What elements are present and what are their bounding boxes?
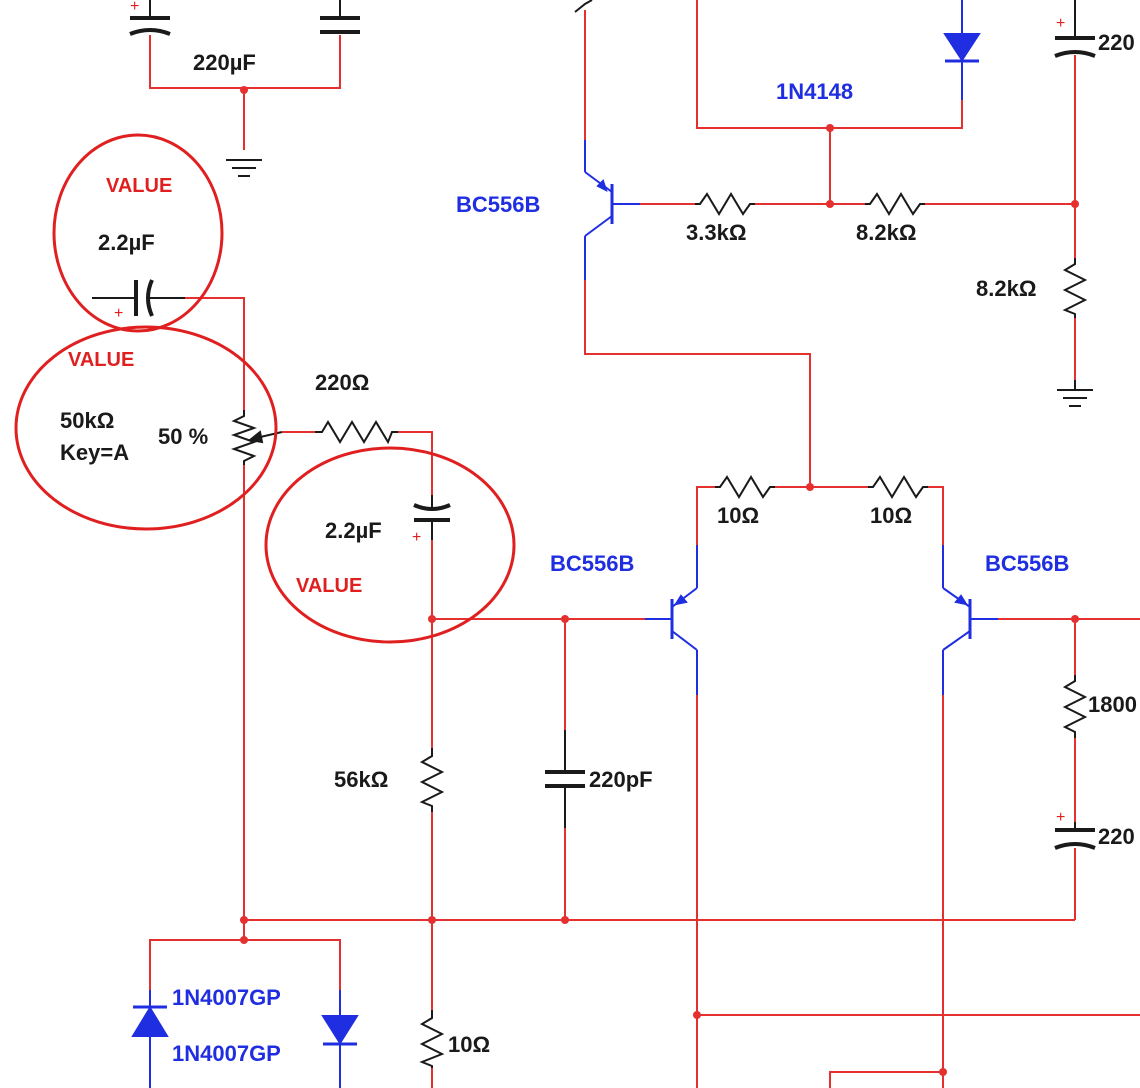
- res-220: [315, 420, 398, 445]
- junction-dot: [428, 916, 436, 924]
- junctions: [240, 86, 1079, 1076]
- annotations: [14, 133, 516, 644]
- junction-dot: [826, 124, 834, 132]
- junction-dot: [428, 615, 436, 623]
- res-10-left: [715, 475, 775, 499]
- label-r-56k: 56kΩ: [334, 767, 388, 792]
- cap-220pF: [545, 730, 585, 828]
- label-pot-setting: 50 %: [158, 424, 208, 449]
- junction-dot: [561, 916, 569, 924]
- diode-1n4148: [943, 0, 981, 100]
- wire-diode-loop: [696, 0, 963, 129]
- label-r-3k3: 3.3kΩ: [686, 220, 746, 245]
- cap-coupling: [413, 495, 451, 540]
- transistor-q-left-icon: [645, 545, 698, 695]
- res-3k3: [695, 192, 755, 216]
- diode-1n4007-b: [321, 990, 359, 1088]
- junction-dot: [939, 1068, 947, 1076]
- wires: [149, 0, 1140, 1088]
- junction-dot: [693, 1011, 701, 1019]
- res-8k2-h: [865, 192, 925, 216]
- label-coupling-cap: 2.2µF: [325, 518, 382, 543]
- junction-dot: [240, 916, 248, 924]
- junction-dot: [1071, 200, 1079, 208]
- label-q-left: BC556B: [550, 551, 634, 576]
- label-input-cap: 2.2µF: [98, 230, 155, 255]
- cap-220-right-mid: [1054, 822, 1096, 850]
- polarity-mark: +: [114, 305, 123, 322]
- annotation-ellipse-pot: [14, 325, 278, 531]
- cap-220-right-top: [1054, 0, 1096, 58]
- polarity-mark: +: [130, 0, 139, 15]
- label-r-10-bottom: 10Ω: [448, 1032, 490, 1057]
- ground-left-icon: [226, 159, 262, 177]
- label-r-10-left: 10Ω: [717, 503, 759, 528]
- res-8k2-v: [1062, 258, 1088, 318]
- label-r-8k2-v: 8.2kΩ: [976, 276, 1036, 301]
- label-input-cap-tag: VALUE: [106, 175, 172, 197]
- ground-right-icon: [1057, 380, 1093, 407]
- res-top-partial: [574, 0, 593, 13]
- label-q-right: BC556B: [985, 551, 1069, 576]
- label-pot-key: Key=A: [60, 440, 129, 465]
- label-r-10-right: 10Ω: [870, 503, 912, 528]
- junction-dot: [1071, 615, 1079, 623]
- label-r-220: 220Ω: [315, 370, 369, 395]
- label-coupling-cap-tag: VALUE: [296, 575, 362, 597]
- junction-dot: [240, 936, 248, 944]
- res-1800: [1062, 675, 1088, 738]
- wire-input-cap-to-pot: [185, 297, 245, 410]
- diode-1n4007-a: [131, 990, 169, 1088]
- polarity-mark: +: [1056, 15, 1065, 32]
- wire-220-to-cap: [398, 431, 433, 495]
- transistor-q-right-icon: [942, 545, 998, 695]
- junction-dot: [806, 483, 814, 491]
- label-c-220uF-top: 220µF: [193, 50, 256, 75]
- polarity-mark: +: [1056, 809, 1065, 826]
- cap-220uF-b: [320, 0, 360, 34]
- wire-q1-collector: [584, 280, 811, 487]
- cap-220uF-a: [129, 0, 171, 36]
- label-r-8k2-h: 8.2kΩ: [856, 220, 916, 245]
- wire-10-right: [928, 486, 944, 545]
- transistor-q1-icon: [584, 140, 640, 280]
- annotation-ellipse-input-cap: [52, 133, 224, 333]
- pot-50k: [230, 410, 283, 465]
- label-r-1800: 1800: [1088, 692, 1137, 717]
- label-d-1n4007-a: 1N4007GP: [172, 985, 281, 1010]
- label-pot-value: 50kΩ: [60, 408, 114, 433]
- annotation-ellipse-coupling-cap: [264, 446, 516, 644]
- res-10-right: [868, 475, 928, 499]
- cap-input: [92, 279, 185, 317]
- label-c-220-right-top: 220: [1098, 30, 1135, 55]
- components: [92, 0, 1096, 1088]
- junction-dot: [561, 615, 569, 623]
- label-pot-tag: VALUE: [68, 349, 134, 371]
- junction-dot: [826, 200, 834, 208]
- wire-10-left: [696, 486, 715, 545]
- res-56k: [419, 748, 445, 812]
- label-c-220-right-mid: 220: [1098, 824, 1135, 849]
- label-q-top: BC556B: [456, 192, 540, 217]
- junction-dot: [240, 86, 248, 94]
- wire-bottom-right-2: [829, 1071, 943, 1088]
- label-d-1n4007-b: 1N4007GP: [172, 1041, 281, 1066]
- polarity-mark: +: [412, 529, 421, 546]
- res-10-bottom: [419, 1010, 445, 1068]
- label-d-1n4148: 1N4148: [776, 79, 853, 104]
- label-c-220pF: 220pF: [589, 767, 653, 792]
